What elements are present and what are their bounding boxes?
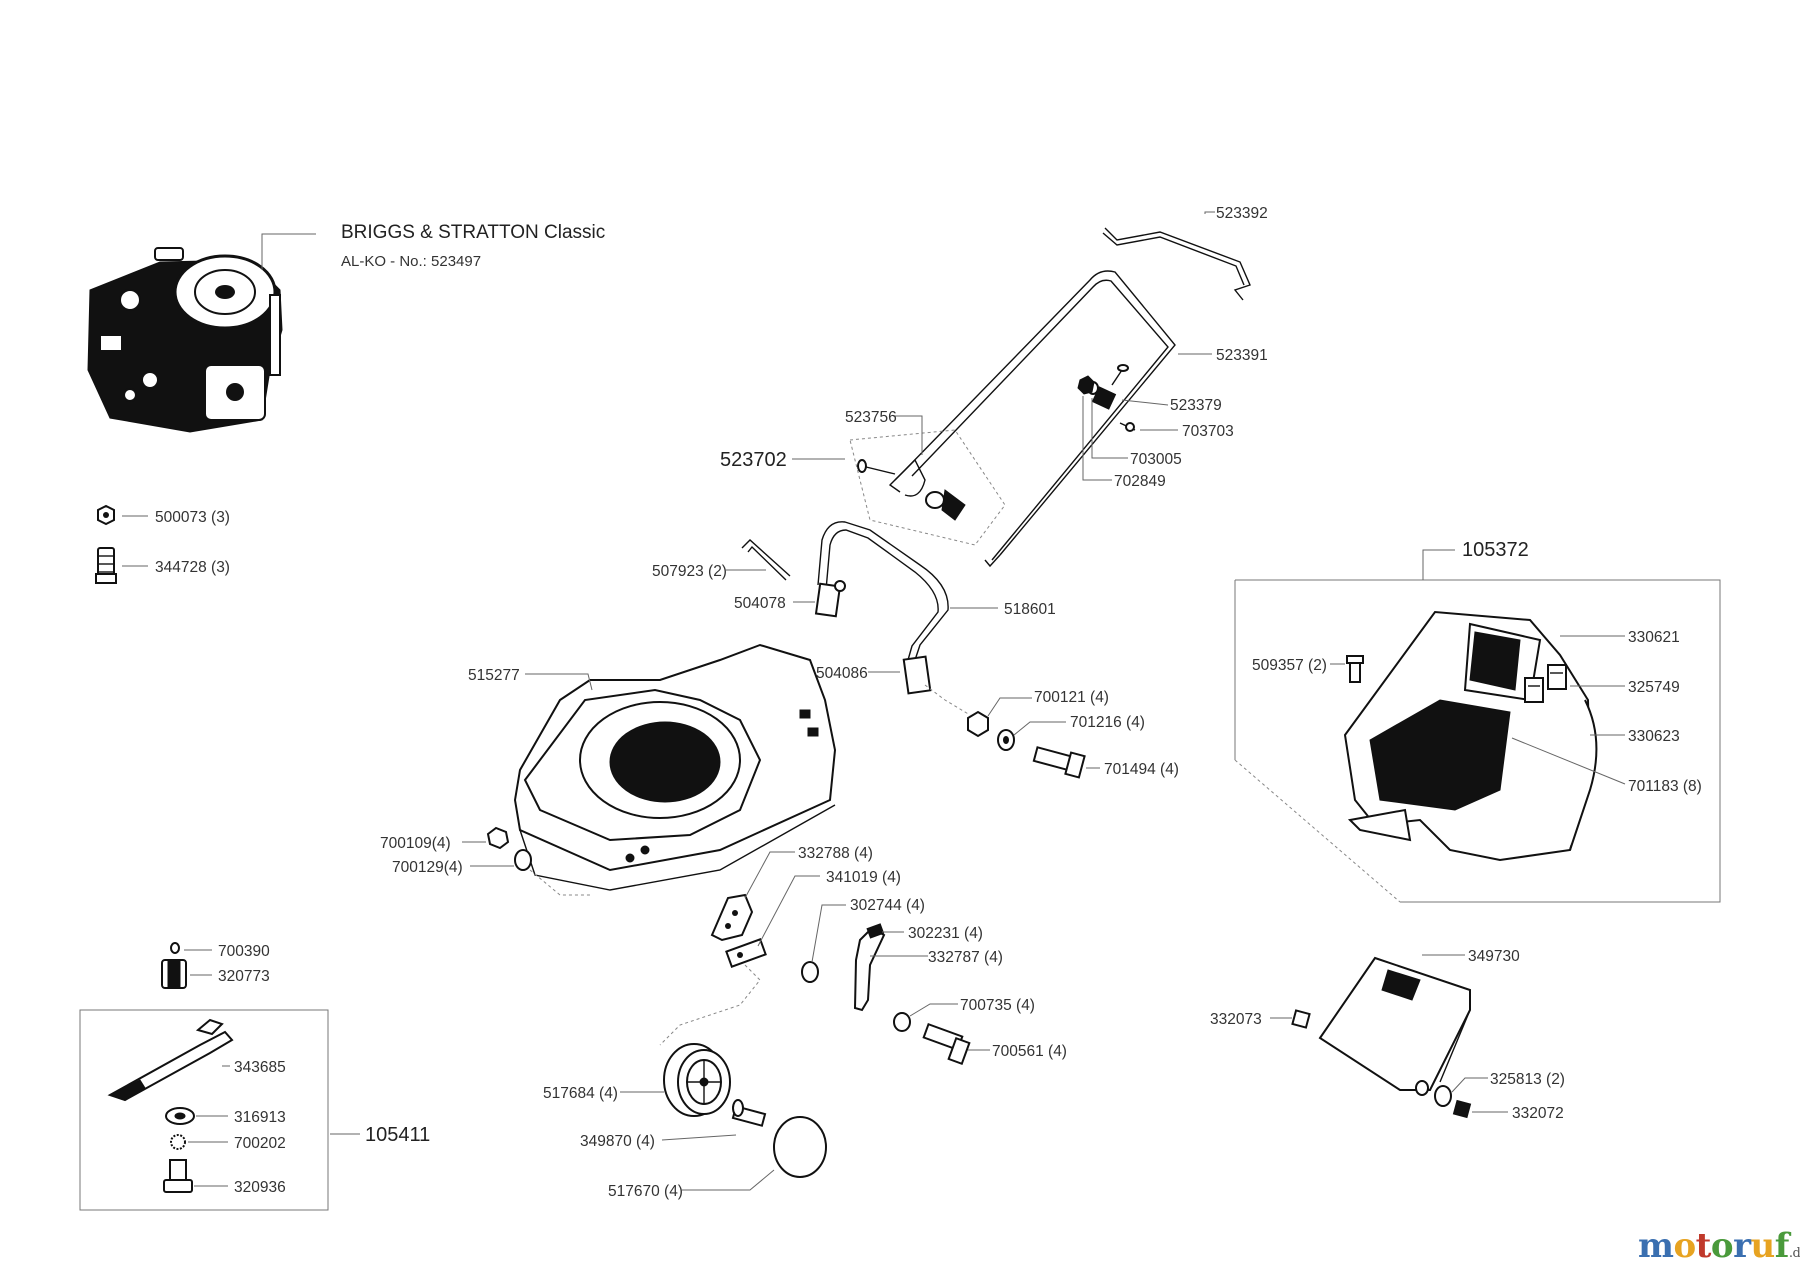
clip-523756 (894, 458, 926, 497)
screw-509357 (1346, 655, 1364, 683)
label-320936: 320936 (234, 1179, 286, 1196)
label-332788: 332788 (4) (798, 845, 873, 862)
lever-332787 (853, 923, 886, 1012)
label-349870: 349870 (4) (580, 1133, 655, 1150)
nut-500073 (97, 504, 115, 526)
label-700129: 700129(4) (392, 859, 463, 876)
screw-332073 (1291, 1009, 1311, 1029)
knob-523702 (925, 489, 966, 521)
bolt-700561 (922, 1022, 971, 1066)
label-523391: 523391 (1216, 347, 1268, 364)
blade-343685 (107, 1018, 234, 1102)
label-302744: 302744 (4) (850, 897, 925, 914)
label-523702: 523702 (720, 449, 787, 471)
label-701216: 701216 (4) (1070, 714, 1145, 731)
label-700121: 700121 (4) (1034, 689, 1109, 706)
engine-subtitle: AL-KO - No.: 523497 (341, 253, 481, 270)
hubcap-517670 (773, 1116, 827, 1178)
label-518601: 518601 (1004, 601, 1056, 618)
grass-box-330621 (1343, 610, 1598, 862)
washer-701216 (997, 729, 1015, 751)
label-701494: 701494 (4) (1104, 761, 1179, 778)
label-523379: 523379 (1170, 397, 1222, 414)
engine-title: BRIGGS & STRATTON Classic (341, 222, 605, 243)
motoruf-logo: motoruf.de (1638, 1226, 1800, 1266)
label-700202: 700202 (234, 1135, 286, 1152)
upper-handle-523391 (888, 270, 1176, 568)
mower-deck-515277 (513, 643, 837, 891)
label-302231: 302231 (4) (908, 925, 983, 942)
label-344728: 344728 (3) (155, 559, 230, 576)
label-509357: 509357 (2) (1252, 657, 1327, 674)
knob-523379 (1091, 364, 1129, 410)
label-701183: 701183 (8) (1628, 778, 1702, 795)
bolt-701494 (1032, 746, 1086, 779)
label-504078: 504078 (734, 595, 786, 612)
axle-349870 (731, 1099, 767, 1127)
wheel-517684 (663, 1043, 731, 1117)
label-700390: 700390 (218, 943, 270, 960)
label-316913: 316913 (234, 1109, 286, 1126)
label-330621: 330621 (1628, 629, 1680, 646)
label-523756: 523756 (845, 409, 897, 426)
label-320773: 320773 (218, 968, 270, 985)
blade-group-105411 (79, 1009, 329, 1211)
label-325749: 325749 (1628, 679, 1680, 696)
nut-700121 (967, 710, 989, 738)
label-105411: 105411 (365, 1124, 430, 1146)
label-500073: 500073 (3) (155, 509, 230, 526)
label-515277: 515277 (468, 667, 520, 684)
adapter-320773 (161, 959, 187, 989)
label-507923: 507923 (2) (652, 563, 727, 580)
lower-handle-518601 (814, 521, 949, 695)
handle-bar-523392 (1102, 227, 1251, 301)
label-105372: 105372 (1462, 539, 1529, 561)
label-700561: 700561 (4) (992, 1043, 1067, 1060)
bolt-320936 (163, 1159, 193, 1193)
washer-700129 (514, 849, 532, 871)
washer-316913 (165, 1107, 195, 1125)
screw-703703 (1119, 422, 1136, 432)
label-332072: 332072 (1512, 1105, 1564, 1122)
rear-flap-349730 (1318, 956, 1471, 1096)
label-332073: 332073 (1210, 1011, 1262, 1028)
grass-box-group-105372 (1234, 579, 1721, 903)
bolt-523702 (857, 459, 896, 475)
height-plate-332788 (710, 893, 754, 942)
engine-illustration (87, 247, 283, 433)
nut-700109 (486, 826, 510, 850)
screw-344728 (95, 547, 117, 584)
label-702849: 702849 (1114, 473, 1166, 490)
nut-702849 (1077, 375, 1095, 395)
label-341019: 341019 (4) (826, 869, 901, 886)
label-517684: 517684 (4) (543, 1085, 618, 1102)
label-523392: 523392 (1216, 205, 1268, 222)
label-343685: 343685 (234, 1059, 286, 1076)
label-517670: 517670 (4) (608, 1183, 683, 1200)
label-700735: 700735 (4) (960, 997, 1035, 1014)
label-330623: 330623 (1628, 728, 1680, 745)
label-325813: 325813 (2) (1490, 1071, 1565, 1088)
nut-700735 (893, 1012, 911, 1032)
label-703703: 703703 (1182, 423, 1234, 440)
bracket-341019 (725, 938, 767, 968)
lock-washer-700202 (170, 1134, 186, 1150)
clip-700390 (170, 942, 180, 954)
label-349730: 349730 (1468, 948, 1520, 965)
screw-332072 (1452, 1099, 1472, 1119)
label-504086: 504086 (816, 665, 868, 682)
spring-325813 (1434, 1085, 1452, 1107)
bushing-302744 (801, 961, 819, 983)
label-332787: 332787 (4) (928, 949, 1003, 966)
label-703005: 703005 (1130, 451, 1182, 468)
label-700109: 700109(4) (380, 835, 451, 852)
